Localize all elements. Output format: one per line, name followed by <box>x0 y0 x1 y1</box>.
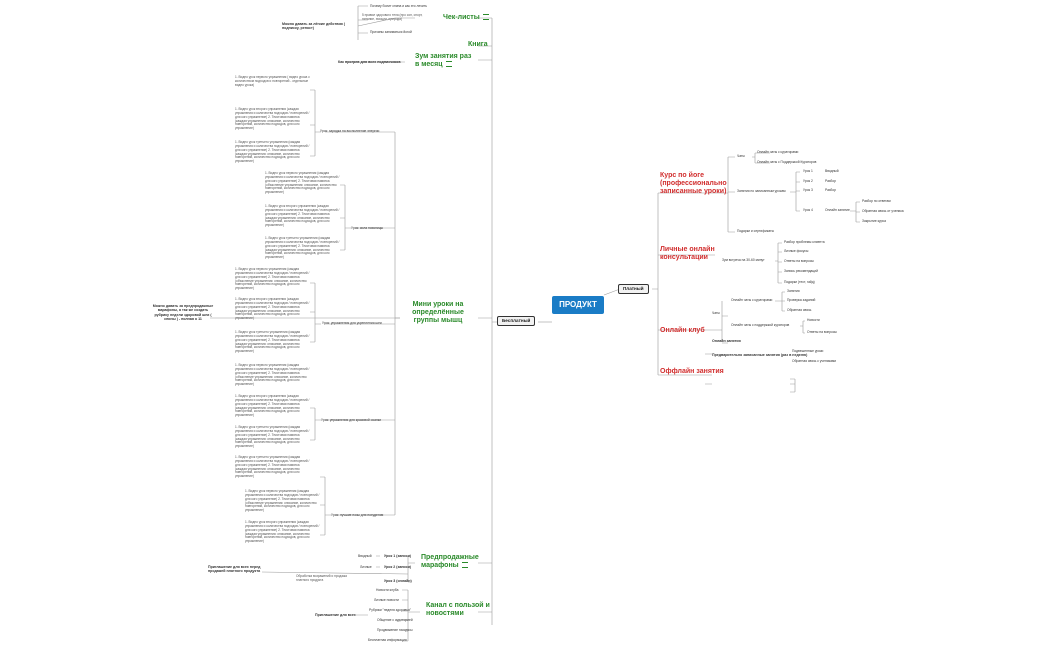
channel-parent[interactable]: Приглашение для всех <box>315 613 356 617</box>
lesson-4-value[interactable]: Онлайн занятие <box>825 208 850 212</box>
marathon-parent[interactable]: Приглашение для всех перед продажей плат… <box>208 565 261 574</box>
consult-item-5[interactable]: Подарки (тест, гайд) <box>784 280 815 284</box>
marathon-topic[interactable]: Предпродажные марафоны <box>421 554 485 570</box>
club-prerecorded-sub-2[interactable]: Обратная связь с учениками <box>792 359 837 363</box>
mini-group-5-ex-0[interactable]: 1. Видео урок третьего упражнения (кажда… <box>235 455 310 479</box>
club-online-chats[interactable]: Онлайн чаты с кураторами <box>731 298 773 302</box>
marathon-intro-key-2[interactable]: Личные <box>360 565 372 569</box>
zoom-topic[interactable]: Зум занятия раз в месяц <box>415 53 475 69</box>
marathon-lesson-2[interactable]: Урок 2 (записи) <box>384 565 412 569</box>
club-online-sub-3[interactable]: Обратная связь <box>787 308 812 312</box>
checklists-title: Чек-листы <box>443 14 480 21</box>
book-topic[interactable]: Книга <box>468 41 488 48</box>
lesson-4-sub-1[interactable]: Разбор по ответам <box>862 199 891 203</box>
yoga-chats[interactable]: Чаты <box>737 154 745 158</box>
consult-item-4[interactable]: Запись рекомендаций <box>784 269 818 273</box>
online-club-topic[interactable]: Онлайн клуб <box>660 327 705 334</box>
lesson-4-sub-2[interactable]: Обратная связь от ученика <box>862 209 904 213</box>
channel-item-4[interactable]: Общение с аудиторией <box>377 618 413 622</box>
consult-item-2[interactable]: Личные фокусы <box>784 249 809 253</box>
club-online-sub-1[interactable]: Занятия <box>787 289 800 293</box>
mini-group-3-ex-2[interactable]: 1. Видео урок второго упражнения (каждая… <box>235 297 310 321</box>
club-support-sub-2[interactable]: Ответы на вопросы <box>807 330 837 334</box>
lesson-3-name[interactable]: Урок 3 <box>803 188 813 192</box>
club-support-chats[interactable]: Онлайн чаты с поддержкой кураторов <box>731 323 790 327</box>
lesson-1-value[interactable]: Вводный <box>825 169 839 173</box>
checklists-parent[interactable]: Можно давать за лёгкие действия ( подпис… <box>282 22 345 31</box>
marathon-lesson-3[interactable]: Урок 3 (онлайн) <box>384 579 412 583</box>
checklists-topic[interactable]: Чек-листы <box>443 14 489 22</box>
checklist-item-1[interactable]: Почему болит спина и как это лечить <box>370 4 427 8</box>
mini-group-2-ex-1[interactable]: 1. Видео урок первого упражнения (каждая… <box>265 171 340 195</box>
checklist-item-2[interactable]: 5 правил здорового тела (про сон, спорт,… <box>362 13 423 21</box>
channel-item-6[interactable]: Бесплатная информация <box>368 638 407 642</box>
lesson-1-name[interactable]: Урок 1 <box>803 169 813 173</box>
club-online-lessons[interactable]: Онлайн занятия <box>712 339 741 343</box>
note-icon <box>461 562 468 569</box>
lesson-4-name[interactable]: Урок 4 <box>803 208 813 212</box>
zoom-title: Зум занятия раз в месяц <box>415 53 472 69</box>
free-branch[interactable]: Бесплатный <box>497 316 536 326</box>
lesson-2-name[interactable]: Урок 2 <box>803 179 813 183</box>
offline-topic[interactable]: Оффлайн занятия <box>660 368 724 375</box>
mini-group-1-ex-3[interactable]: 1. Видео урок третьего упражнения (кажда… <box>235 140 310 164</box>
club-support-sub-1[interactable]: Новости <box>807 318 820 322</box>
lesson-2-value[interactable]: Разбор <box>825 179 836 183</box>
checklist-item-3[interactable]: Причины заниматься йогой <box>370 30 412 34</box>
mini-group-2-ex-2[interactable]: 1. Видео урок второго упражнения (каждая… <box>265 204 340 228</box>
club-chats[interactable]: Чаты <box>712 311 720 315</box>
mini-group-5-ex-1[interactable]: 1. Видео урок первого упражнения (каждая… <box>245 489 320 513</box>
yoga-lessons[interactable]: Занятия по записанным урокам <box>737 189 786 193</box>
lesson-3-value[interactable]: Разбор <box>825 188 836 192</box>
yoga-chat-1[interactable]: Онлайн чаты с кураторами <box>757 150 799 154</box>
mini-group-4-ex-1[interactable]: 1. Видео урок первого упражнения (каждая… <box>235 363 310 387</box>
mini-group-2[interactable]: Урок: сила поясницы <box>351 226 384 230</box>
mini-group-2-ex-3[interactable]: 1. Видео урок третьего упражнения (кажда… <box>265 236 340 260</box>
mini-group-1-ex-2[interactable]: 1. Видео урок второго упражнения (каждая… <box>235 107 310 131</box>
yoga-course-topic[interactable]: Курс по йоге (профессионально записанные… <box>660 172 727 196</box>
lesson-4-sub-3[interactable]: Закрытие курса <box>862 219 886 223</box>
mini-lessons-topic[interactable]: Мини уроки на определённые группы мышц <box>412 301 464 325</box>
mini-group-3-ex-1[interactable]: 1. Видео урок первого упражнения (каждая… <box>235 267 310 291</box>
marathon-feedback[interactable]: Обработка возражений и продажа платного … <box>296 574 347 582</box>
mini-group-4-ex-3[interactable]: 1. Видео урок третьего упражнения (кажда… <box>235 425 310 449</box>
mini-group-4[interactable]: Урок: упражнения для красивой осанки <box>321 418 382 422</box>
note-icon <box>445 61 452 68</box>
consult-zoom[interactable]: Зум встреча на 30-60 минут <box>722 258 765 262</box>
consult-item-3[interactable]: Ответы на вопросы <box>784 259 814 263</box>
consult-item-1[interactable]: Разбор проблемы клиента <box>784 240 825 244</box>
channel-item-3[interactable]: Рубрики "неделя здоровья" <box>369 608 411 612</box>
yoga-certificates[interactable]: Подарки и сертификаты <box>737 229 774 233</box>
note-icon <box>482 14 489 21</box>
zoom-parent[interactable]: Как прогрев для всех подписчиков <box>338 60 401 64</box>
club-prerecorded-sub-1[interactable]: Подвешенные уроки <box>792 349 824 353</box>
root-node[interactable]: ПРОДУКТ <box>552 296 604 314</box>
paid-branch[interactable]: Платный <box>618 284 649 294</box>
mini-group-1[interactable]: Урок: зарядка на восполнение энергии <box>320 129 380 133</box>
consultations-topic[interactable]: Личные онлайн консультации <box>660 246 715 262</box>
mini-group-5-ex-2[interactable]: 1. Видео урок второго упражнения (каждая… <box>245 520 320 544</box>
channel-item-1[interactable]: Новости клуба <box>376 588 399 592</box>
marathon-intro-key-1[interactable]: Вводный <box>358 554 372 558</box>
mini-lessons-parent[interactable]: Можно давать за предпродажные марафоны, … <box>152 304 214 322</box>
channel-item-2[interactable]: Личные новости <box>374 598 399 602</box>
marathon-lesson-1[interactable]: Урок 1 (записи) <box>384 554 412 558</box>
marathon-title: Предпродажные марафоны <box>421 554 479 570</box>
channel-item-5[interactable]: Продвижение на курсы <box>377 628 413 632</box>
yoga-chat-2[interactable]: Онлайн чаты с Поддержкой Кураторов <box>757 160 817 164</box>
mini-group-4-ex-2[interactable]: 1. Видео урок второго упражнения (каждая… <box>235 394 310 418</box>
channel-topic[interactable]: Канал с пользой и новостями <box>426 602 490 618</box>
mini-group-3-ex-3[interactable]: 1. Видео урок третьего упражнения (кажда… <box>235 330 310 354</box>
club-prerecorded[interactable]: Предварительно записанные занятия (раз в… <box>712 353 808 357</box>
club-online-sub-2[interactable]: Проверка заданий <box>787 298 816 302</box>
mini-group-5[interactable]: Урок: лучшие позы для похудения <box>331 513 384 517</box>
mini-group-1-ex-1[interactable]: 1. Видео урок первого упражнения ( видео… <box>235 75 310 87</box>
mini-group-3[interactable]: Урок: упражнения для укрепления шеи <box>322 321 382 325</box>
